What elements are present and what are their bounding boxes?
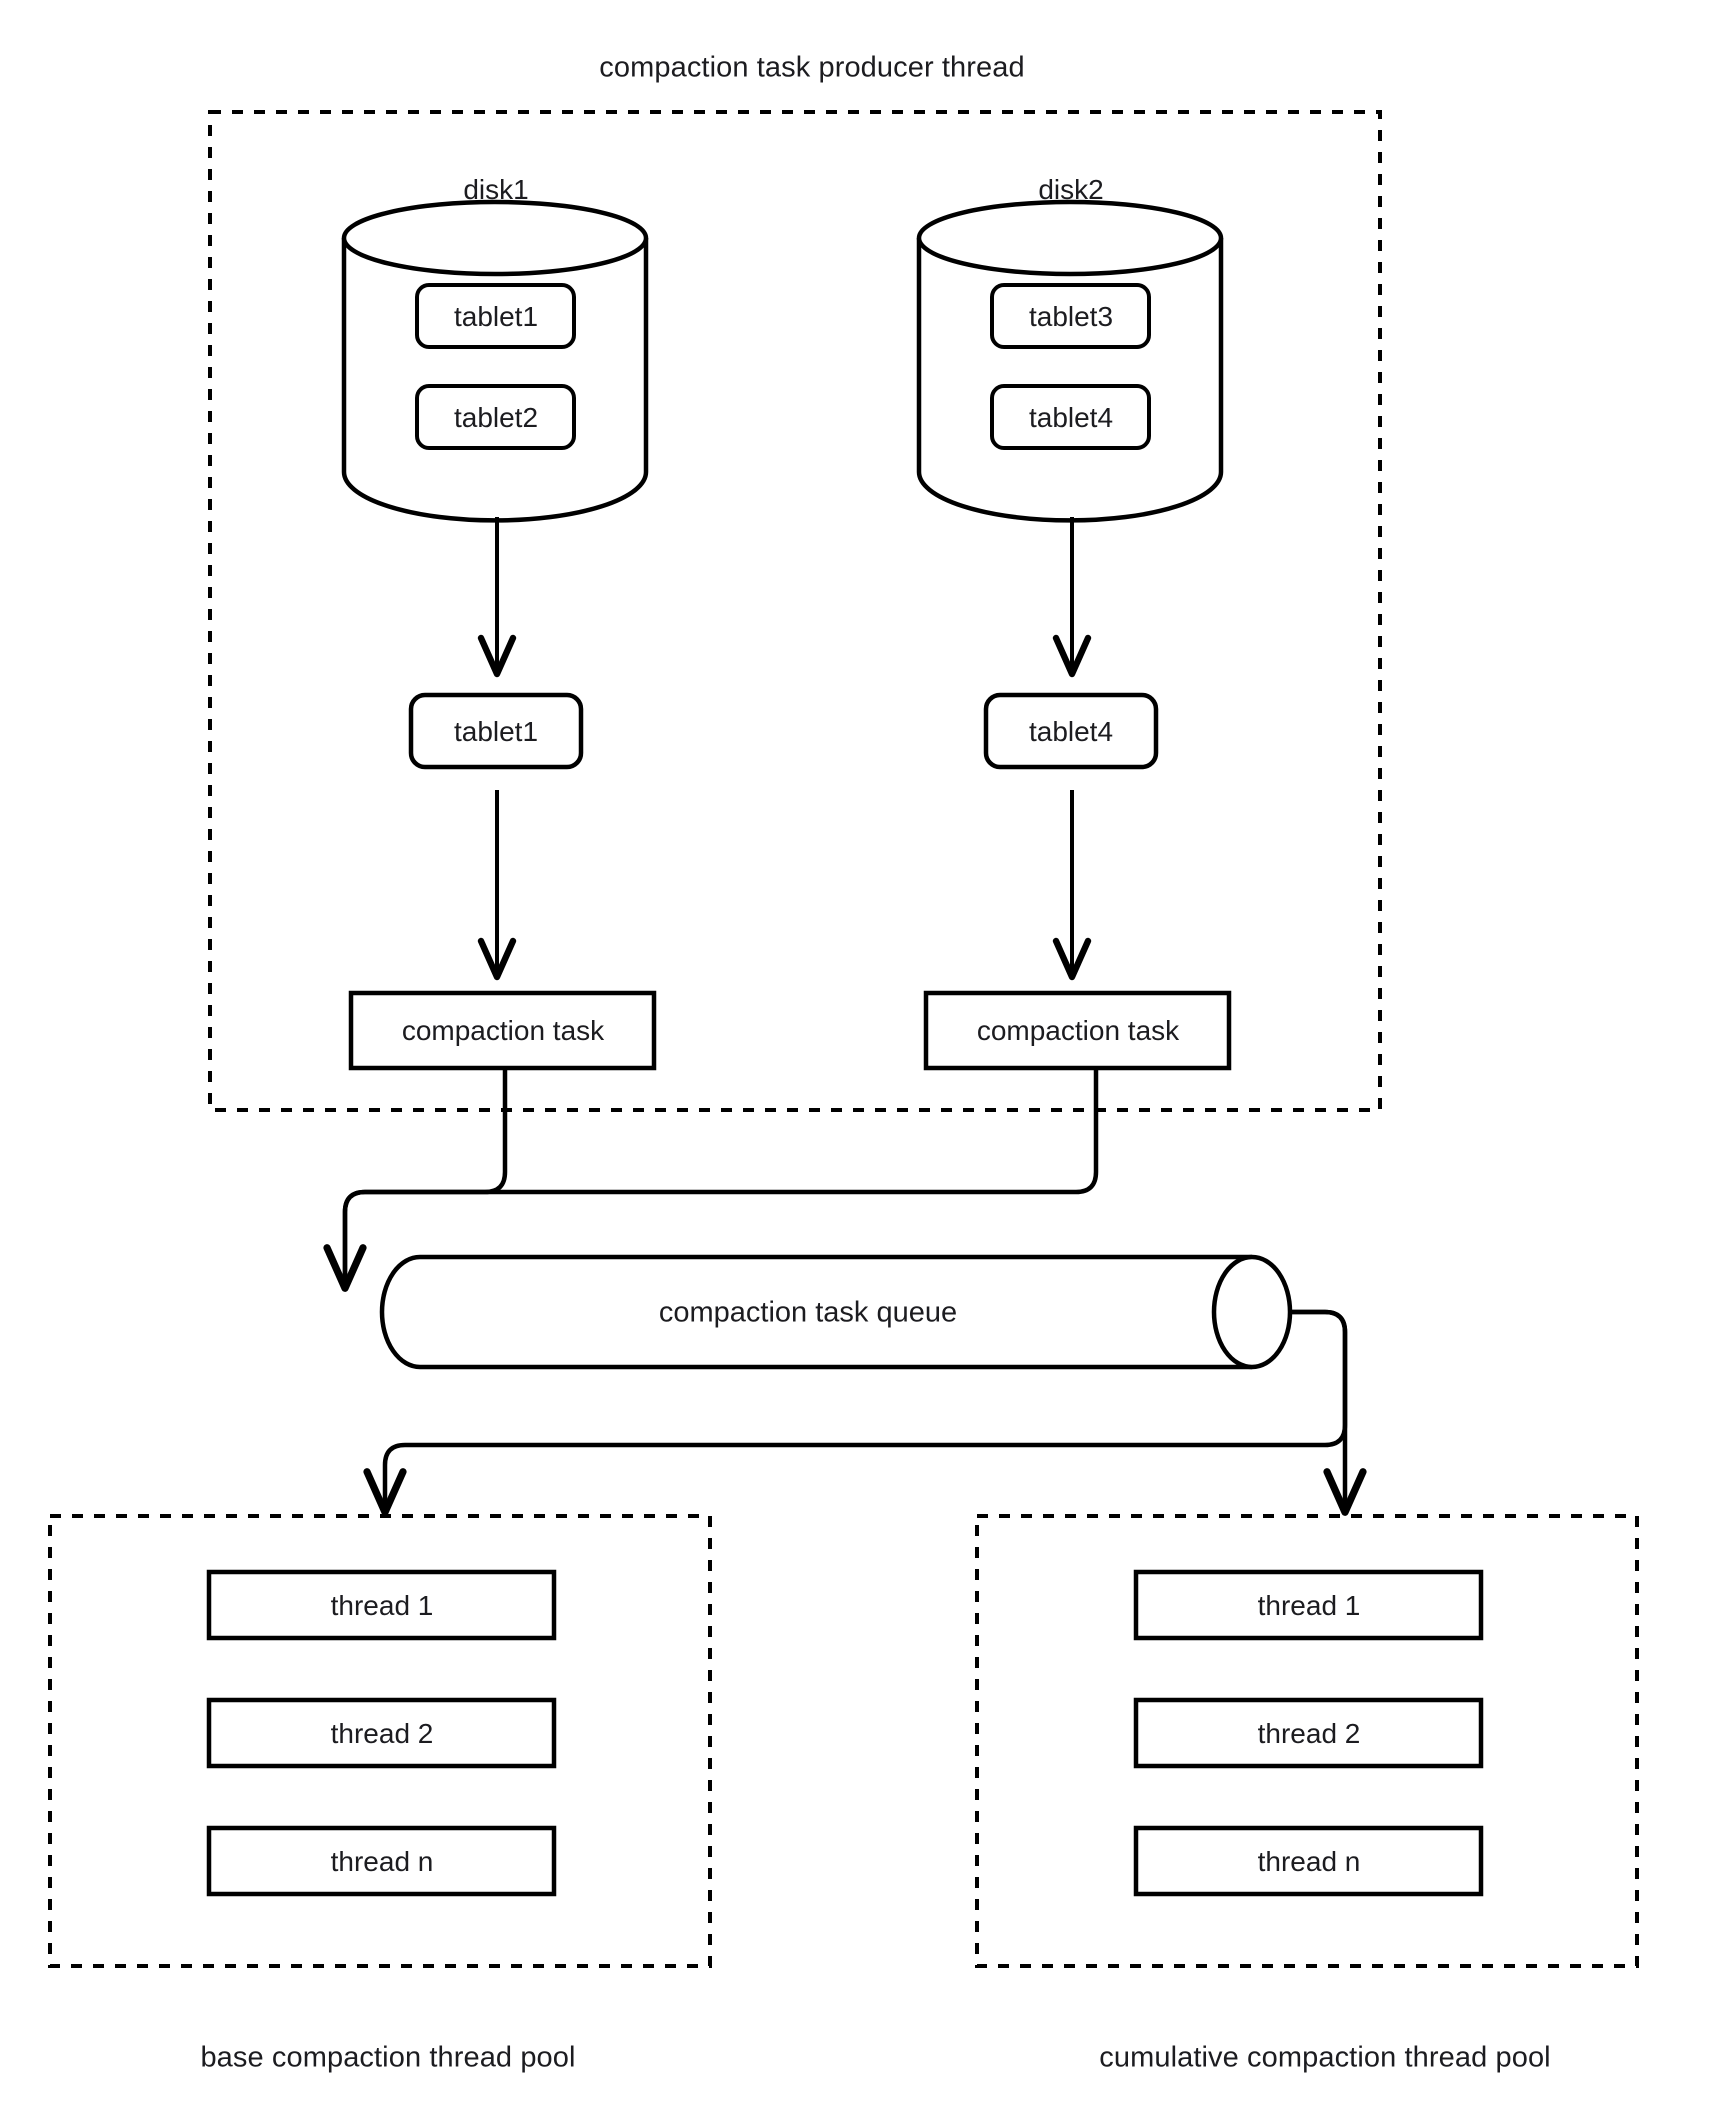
selected-tablet1-label: tablet1 bbox=[453, 716, 539, 747]
connector-left-task-to-queue bbox=[323, 1066, 508, 1292]
producer-group-caption: compaction task producer thread bbox=[599, 51, 1025, 84]
compaction-task-left-label: compaction task bbox=[401, 1015, 605, 1046]
disk2-tablet3-label: tablet3 bbox=[1028, 301, 1114, 332]
disk2-cylinder bbox=[916, 199, 1224, 523]
connector-right-task-to-queue bbox=[342, 1066, 1099, 1289]
producer-group-border bbox=[208, 110, 1382, 1112]
base-thread-pool-caption: base compaction thread pool bbox=[200, 2041, 576, 2074]
disk2-tablet4-label: tablet4 bbox=[1028, 402, 1114, 433]
compaction-task-right-label: compaction task bbox=[976, 1015, 1180, 1046]
base-thread-1-label: thread 1 bbox=[330, 1590, 434, 1621]
cumulative-thread-2-label: thread 2 bbox=[1257, 1718, 1361, 1749]
compaction-task-queue-label: compaction task queue bbox=[658, 1296, 958, 1329]
base-thread-n-label: thread n bbox=[330, 1846, 434, 1877]
base-thread-2-label: thread 2 bbox=[330, 1718, 434, 1749]
disk1-tablet2-label: tablet2 bbox=[453, 402, 539, 433]
cumulative-thread-1-label: thread 1 bbox=[1257, 1590, 1361, 1621]
cumulative-thread-pool-caption: cumulative compaction thread pool bbox=[1099, 2041, 1551, 2074]
cumulative-thread-n-label: thread n bbox=[1257, 1846, 1361, 1877]
disk1-tablet1-label: tablet1 bbox=[453, 301, 539, 332]
connector-queue-to-cumulative-pool bbox=[1289, 1309, 1367, 1516]
connector-queue-to-base-pool bbox=[363, 1309, 1348, 1516]
disk2-label: disk2 bbox=[1038, 174, 1104, 205]
disk1-cylinder bbox=[341, 199, 649, 523]
selected-tablet4-label: tablet4 bbox=[1028, 716, 1114, 747]
disk1-label: disk1 bbox=[463, 174, 529, 205]
